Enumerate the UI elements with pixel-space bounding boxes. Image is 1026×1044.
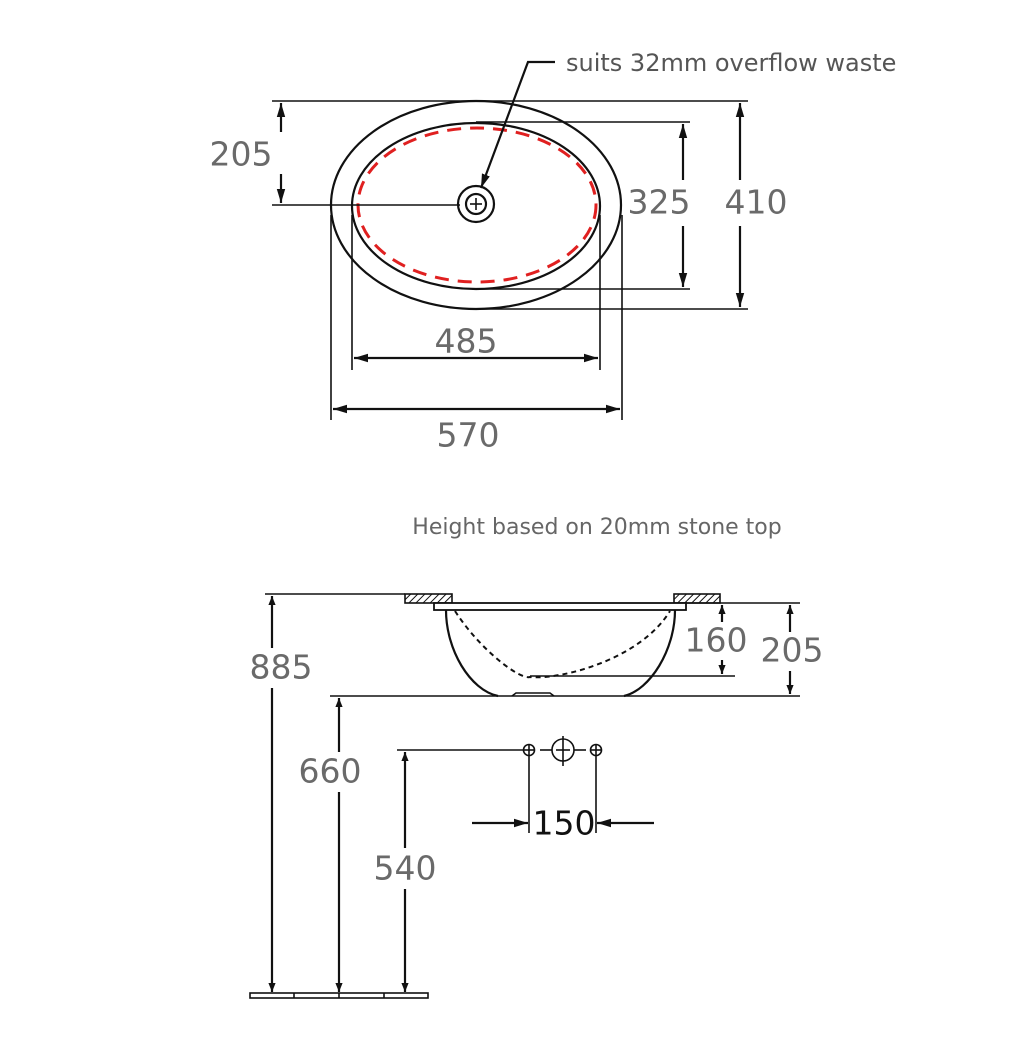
overflow-leader [479, 60, 555, 189]
dim-inner-width: 485 [435, 322, 498, 361]
dim-total-height: 205 [761, 631, 824, 670]
dim-tap-height: 540 [374, 849, 437, 888]
dim-outer-depth: 410 [725, 183, 788, 222]
tap-hole-right-icon [589, 743, 603, 757]
dim-drain-offset: 205 [210, 135, 273, 174]
stone-top-left [404, 593, 453, 604]
basin-bowl-profile [444, 609, 677, 698]
bowl-interior-dashed [454, 610, 671, 679]
drain-icon [456, 184, 496, 224]
floor-line [249, 992, 429, 999]
dim-outer-width: 570 [437, 416, 500, 455]
dim-tap-spacing: 150 [533, 804, 596, 843]
dim-inner-depth: 325 [628, 183, 691, 222]
tap-hole-center-icon [551, 736, 575, 766]
dim-top-height: 885 [250, 648, 313, 687]
overflow-note: suits 32mm overflow waste [566, 49, 896, 77]
side-view-caption: Height based on 20mm stone top [412, 515, 781, 540]
plan-view: suits 32mm overflow waste 205 325 410 48… [210, 49, 897, 455]
stone-top-right [673, 593, 721, 604]
side-view: Height based on 20mm stone top 160 205 8… [249, 515, 824, 999]
dim-base-height: 660 [299, 752, 362, 791]
basin-rim [433, 602, 687, 611]
tap-hole-left-icon [522, 743, 536, 757]
dim-bowl-depth: 160 [685, 621, 748, 660]
